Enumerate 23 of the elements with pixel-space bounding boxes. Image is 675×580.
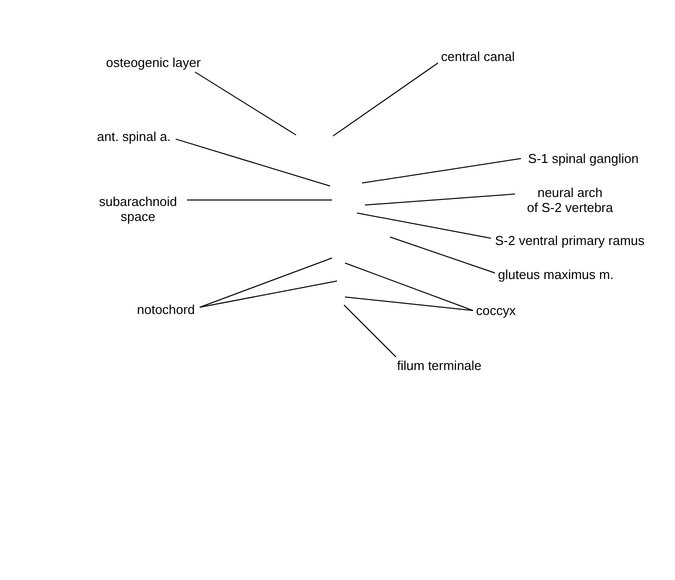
leader-line [344,304,396,358]
structure-label: gluteus maximus m. [498,267,614,282]
structure-label: ant. spinal a. [97,129,171,144]
leader-line [344,262,474,311]
leader-line [356,212,492,239]
structure-label: osteogenic layer [106,55,201,70]
leader-line [364,194,516,206]
leader-line [199,258,332,308]
leader-line [175,138,330,186]
structure-label: central canal [441,49,515,64]
structure-label: notochord [137,302,195,317]
leader-line [362,158,522,184]
structure-label: S-2 ventral primary ramus [495,233,645,248]
leader-line [344,296,474,311]
structure-label: S-1 spinal ganglion [528,151,639,166]
leader-line [194,72,296,136]
leader-line [332,62,438,136]
structure-label: neural arch of S-2 vertebra [518,185,622,215]
structure-label: filum terminale [397,358,482,373]
leader-line [199,280,338,308]
structure-label: coccyx [476,303,516,318]
structure-label: subarachnoid space [94,194,182,224]
leader-line [390,236,496,274]
